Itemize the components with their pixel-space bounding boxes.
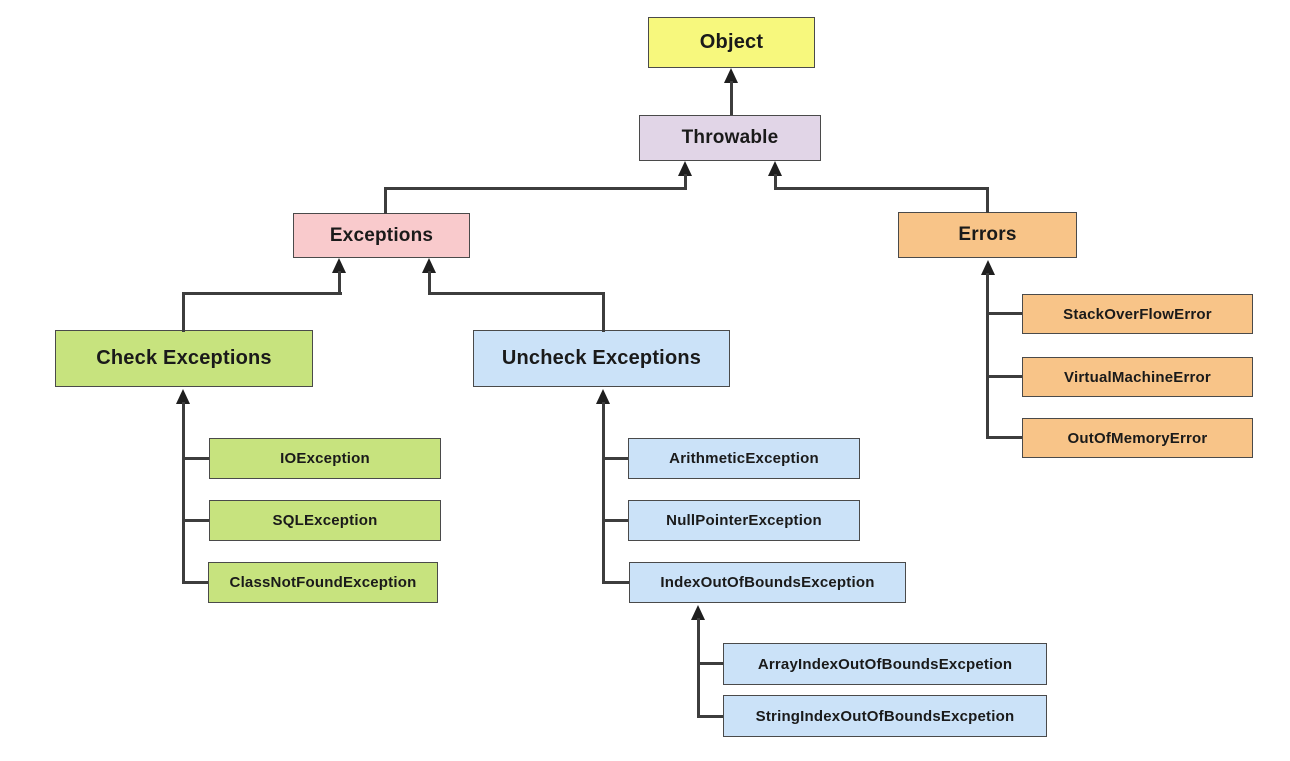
arrowhead-up-icon bbox=[768, 161, 782, 176]
node-array-index-out-of-bounds: ArrayIndexOutOfBoundsExcpetion bbox=[723, 643, 1047, 685]
node-errors: Errors bbox=[898, 212, 1077, 258]
edge-line bbox=[182, 292, 185, 332]
edge-line bbox=[684, 174, 687, 190]
edge-line bbox=[338, 271, 341, 295]
edge-line bbox=[774, 174, 777, 190]
node-virtual-machine-error: VirtualMachineError bbox=[1022, 357, 1253, 397]
edge-line bbox=[774, 187, 989, 190]
node-uncheck-exceptions: Uncheck Exceptions bbox=[473, 330, 730, 387]
edge-line bbox=[602, 519, 628, 522]
node-throwable: Throwable bbox=[639, 115, 821, 161]
node-check-exceptions: Check Exceptions bbox=[55, 330, 313, 387]
edge-line bbox=[602, 402, 605, 584]
edge-line bbox=[602, 292, 605, 332]
node-class-not-found-exception: ClassNotFoundException bbox=[208, 562, 438, 603]
edge-line bbox=[986, 312, 1022, 315]
node-null-pointer-exception: NullPointerException bbox=[628, 500, 860, 541]
edge-line bbox=[986, 436, 1022, 439]
node-sql-exception: SQLException bbox=[209, 500, 441, 541]
arrowhead-up-icon bbox=[176, 389, 190, 404]
node-object: Object bbox=[648, 17, 815, 68]
edge-line bbox=[428, 271, 431, 295]
edge-line bbox=[182, 457, 209, 460]
arrowhead-up-icon bbox=[332, 258, 346, 273]
edge-line bbox=[384, 187, 387, 214]
node-index-out-of-bounds-exception: IndexOutOfBoundsException bbox=[629, 562, 906, 603]
edge-line bbox=[986, 273, 989, 439]
edge-line bbox=[602, 457, 628, 460]
edge-line bbox=[182, 581, 208, 584]
edge-line bbox=[697, 662, 723, 665]
edge-line bbox=[986, 375, 1022, 378]
edge-line bbox=[182, 292, 342, 295]
arrowhead-up-icon bbox=[678, 161, 692, 176]
edge-line bbox=[697, 715, 723, 718]
node-io-exception: IOException bbox=[209, 438, 441, 479]
arrowhead-up-icon bbox=[422, 258, 436, 273]
node-arithmetic-exception: ArithmeticException bbox=[628, 438, 860, 479]
edge-line bbox=[986, 187, 989, 213]
arrowhead-up-icon bbox=[724, 68, 738, 83]
arrowhead-up-icon bbox=[596, 389, 610, 404]
edge-line bbox=[730, 81, 733, 115]
node-out-of-memory-error: OutOfMemoryError bbox=[1022, 418, 1253, 458]
edge-line bbox=[384, 187, 687, 190]
edge-line bbox=[182, 519, 209, 522]
edge-line bbox=[602, 581, 629, 584]
arrowhead-up-icon bbox=[691, 605, 705, 620]
node-exceptions: Exceptions bbox=[293, 213, 470, 258]
arrowhead-up-icon bbox=[981, 260, 995, 275]
edge-line bbox=[182, 402, 185, 584]
edge-line bbox=[428, 292, 605, 295]
edge-line bbox=[697, 618, 700, 718]
node-string-index-out-of-bounds: StringIndexOutOfBoundsExcpetion bbox=[723, 695, 1047, 737]
node-stack-overflow-error: StackOverFlowError bbox=[1022, 294, 1253, 334]
